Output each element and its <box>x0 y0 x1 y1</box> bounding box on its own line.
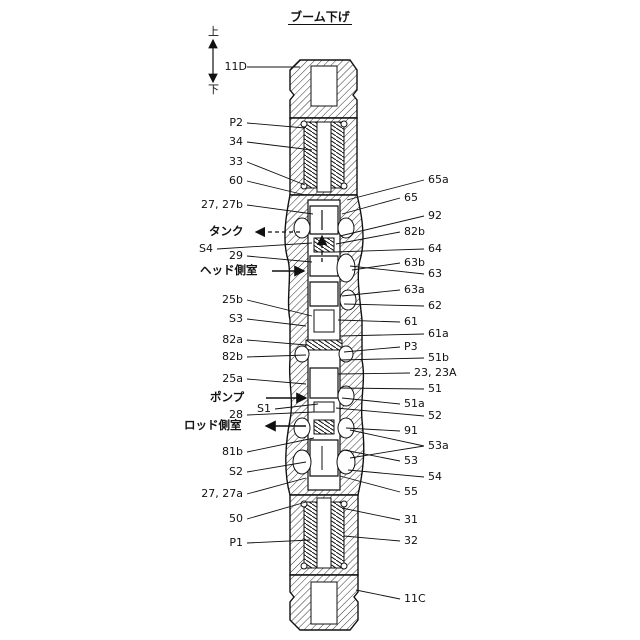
ref-label-right: 63b <box>404 257 425 269</box>
ref-label-left: 28 <box>229 409 243 421</box>
ref-label-right: 23, 23A <box>414 367 457 379</box>
ref-label-right: 64 <box>428 243 442 255</box>
ref-label-right: 31 <box>404 514 418 526</box>
ref-label-right: 52 <box>428 410 442 422</box>
ref-label-left: 33 <box>229 156 243 168</box>
valve-body <box>285 60 364 630</box>
leader-line <box>356 590 400 599</box>
ref-label-right: 63a <box>404 284 425 296</box>
ref-label-right: 82b <box>404 226 425 238</box>
pump-label: ポンプ <box>210 391 244 403</box>
ref-label-right: 92 <box>428 210 442 222</box>
ref-label-right: 11C <box>404 593 426 605</box>
ref-label-right: 55 <box>404 486 418 498</box>
ref-label-left: S1 <box>257 403 271 415</box>
ref-label-left: S2 <box>229 466 243 478</box>
ref-label-right: 61a <box>428 328 449 340</box>
ref-label-right: 62 <box>428 300 442 312</box>
ref-label-left: 82a <box>222 334 243 346</box>
ref-label-right: P3 <box>404 341 418 353</box>
ref-label-left: 60 <box>229 175 243 187</box>
ref-label-left: 11D <box>225 61 247 73</box>
ref-label-left: P2 <box>229 117 243 129</box>
ref-label-left: P1 <box>229 537 243 549</box>
ref-label-left: 82b <box>222 351 243 363</box>
tank-label: タンク <box>209 225 244 237</box>
ref-label-right: 51 <box>428 383 442 395</box>
ref-label-left: 27, 27b <box>201 199 243 211</box>
ref-label-left: S3 <box>229 313 243 325</box>
ref-label-left: 25b <box>222 294 243 306</box>
ref-label-right: 61 <box>404 316 418 328</box>
head-side-label: ヘッド側室 <box>200 264 258 276</box>
ref-label-right: 65 <box>404 192 418 204</box>
ref-label-left: 29 <box>229 250 243 262</box>
ref-label-left: 27, 27a <box>201 488 243 500</box>
ref-label-right: 53a <box>428 440 449 452</box>
ref-label-right: 54 <box>428 471 442 483</box>
ref-label-left: 50 <box>229 513 243 525</box>
ref-label-right: 51b <box>428 352 449 364</box>
direction-down-label: 下 <box>208 84 219 96</box>
ref-label-right: 65a <box>428 174 449 186</box>
ref-label-left: S4 <box>199 243 213 255</box>
ref-label-left: 34 <box>229 136 243 148</box>
ref-label-left: 81b <box>222 446 243 458</box>
ref-label-right: 63 <box>428 268 442 280</box>
ref-label-right: 51a <box>404 398 425 410</box>
ref-label-right: 91 <box>404 425 418 437</box>
direction-up-label: 上 <box>208 26 219 38</box>
ref-label-right: 53 <box>404 455 418 467</box>
ref-label-right: 32 <box>404 535 418 547</box>
ref-label-left: 25a <box>222 373 243 385</box>
